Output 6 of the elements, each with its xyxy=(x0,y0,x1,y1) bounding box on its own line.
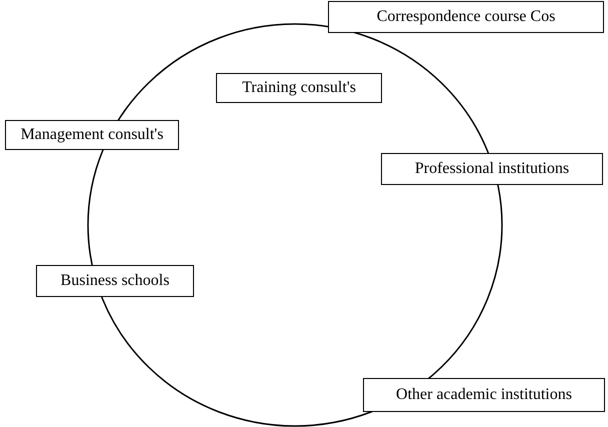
label-box: Business schools xyxy=(36,265,194,297)
label-box: Professional institutions xyxy=(381,153,603,185)
label-box: Other academic institutions xyxy=(363,378,605,412)
label-box: Correspondence course Cos xyxy=(328,1,604,33)
label-box: Management consult's xyxy=(5,120,179,150)
label-box: Training consult's xyxy=(216,73,382,103)
